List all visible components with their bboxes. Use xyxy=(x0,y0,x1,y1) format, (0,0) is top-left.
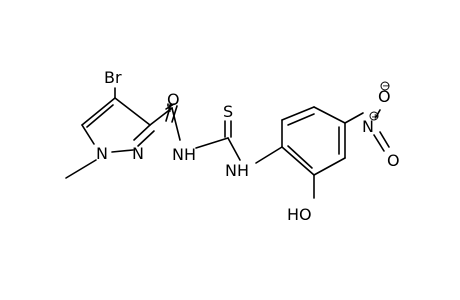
bond-carbonyl-nh xyxy=(171,107,181,141)
nitro-nitrogen-label: N xyxy=(362,117,374,136)
hydroxyl-label: HO xyxy=(287,205,312,224)
bond-ar6-ar1 xyxy=(281,146,315,176)
nitro-positive-charge-label: + xyxy=(371,112,379,123)
bond-c3-c4 xyxy=(114,97,151,126)
atom-labels: Br N N O NH S NH HO N O O xyxy=(96,68,400,224)
bond-n1-methyl xyxy=(65,159,97,179)
bond-cs-nh2 xyxy=(227,137,241,161)
bond-ar4-nitro xyxy=(344,112,364,124)
bond-c4-c5 xyxy=(81,97,116,126)
bond-n2-c3 xyxy=(133,124,151,141)
carbonyl-lines xyxy=(165,103,178,123)
bond-ar2-ar3 xyxy=(281,106,315,121)
aryl-nh-label: NH xyxy=(225,161,249,180)
thione-sulfur-label: S xyxy=(223,102,233,121)
bond-ar5-ar6 xyxy=(313,157,346,176)
bond-ar2-ar3-double xyxy=(287,113,315,126)
pyrazole-n1-label: N xyxy=(96,144,108,163)
bond-ar3-ar4 xyxy=(313,106,346,124)
bond-nh2-aryl xyxy=(255,146,283,164)
amide-nh-label: NH xyxy=(172,145,196,164)
bond-nitro-o-down xyxy=(379,131,390,148)
oxygen-negative-charge-label: − xyxy=(382,81,390,92)
c-o-bond-a xyxy=(165,103,172,122)
bond-n1-n2 xyxy=(111,149,134,153)
bond-c5-n1 xyxy=(81,124,95,145)
charge-markers: + − xyxy=(369,81,390,123)
bond-ar6-ar1-double xyxy=(287,145,313,169)
bond-nitro-o-down-double xyxy=(373,134,385,152)
pyrazole-n2-label: N xyxy=(132,144,144,163)
bromine-label: Br xyxy=(104,68,122,87)
nitro-positive-charge-ring xyxy=(369,111,379,121)
c-o-bond-b xyxy=(171,105,178,123)
nitro-oxygen-down-label: O xyxy=(387,151,400,170)
oxygen-negative-charge-ring xyxy=(380,81,390,91)
bond-nh-cs xyxy=(195,137,229,149)
bond-c4-c5-double xyxy=(86,104,114,128)
nitro-oxygen-up-label: O xyxy=(378,87,391,106)
bond-n2-c3-double xyxy=(137,130,155,147)
bond-nitro-o-up xyxy=(375,109,381,118)
